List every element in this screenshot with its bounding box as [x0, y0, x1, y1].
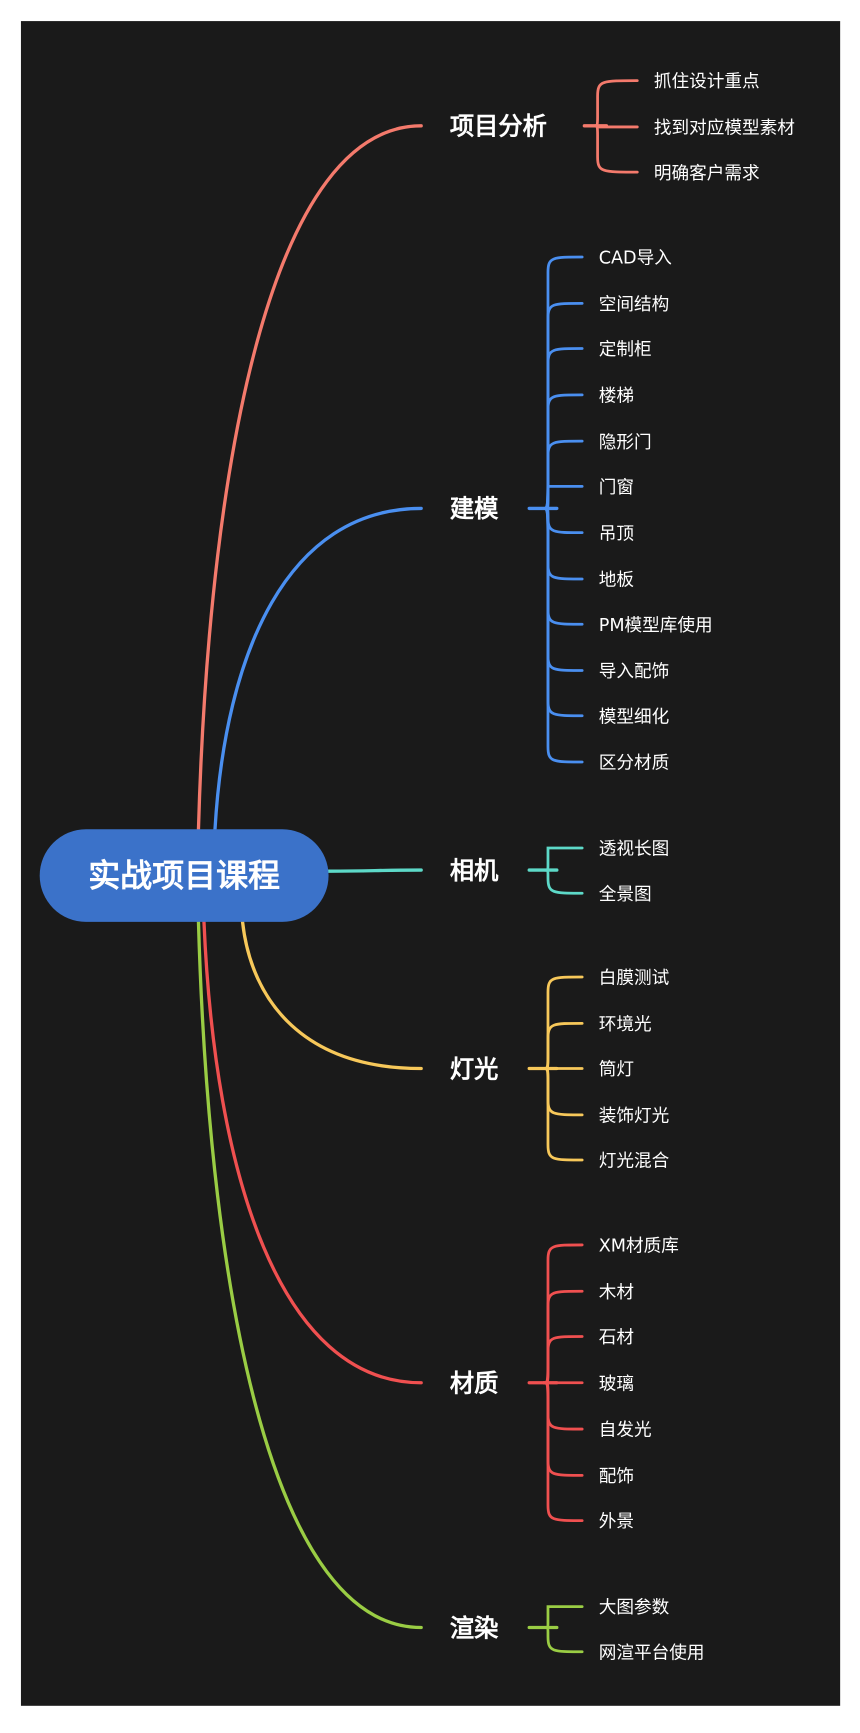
child-label[interactable]: 透视长图 — [599, 839, 670, 860]
child-label[interactable]: 玻璃 — [599, 1373, 634, 1394]
child-label[interactable]: 抓住设计重点 — [654, 71, 760, 92]
branch-label[interactable]: 材质 — [450, 1369, 499, 1398]
child-label[interactable]: 网渲平台使用 — [599, 1642, 705, 1663]
child-link — [542, 1381, 584, 1522]
child-label[interactable]: CAD导入 — [599, 249, 672, 269]
child-label[interactable]: 吊顶 — [599, 524, 634, 544]
child-link — [591, 124, 639, 174]
child-label[interactable]: 空间结构 — [599, 294, 670, 315]
child-label[interactable]: 自发光 — [599, 1420, 652, 1441]
child-label[interactable]: 白膜测试 — [599, 968, 670, 989]
child-label[interactable]: 隐形门 — [599, 432, 652, 453]
child-label[interactable]: PM模型库使用 — [599, 615, 713, 636]
child-label[interactable]: 配饰 — [599, 1466, 634, 1487]
branch-label[interactable]: 渲染 — [450, 1613, 499, 1642]
child-label[interactable]: 石材 — [599, 1327, 634, 1348]
child-label[interactable]: 地板 — [599, 570, 635, 591]
branch-link — [196, 920, 423, 1630]
child-label[interactable]: 木材 — [599, 1282, 634, 1303]
child-label[interactable]: 明确客户需求 — [654, 163, 760, 184]
child-link — [542, 868, 584, 895]
child-label[interactable]: 筒灯 — [599, 1059, 634, 1080]
child-label[interactable]: 门窗 — [599, 477, 634, 498]
child-label[interactable]: 装饰灯光 — [599, 1105, 670, 1126]
branch-link — [213, 506, 423, 831]
branch-label[interactable]: 灯光 — [450, 1054, 499, 1083]
child-link — [591, 124, 639, 129]
child-label[interactable]: 大图参数 — [599, 1597, 670, 1618]
branch-link — [240, 920, 423, 1071]
child-label[interactable]: 区分材质 — [599, 753, 670, 774]
child-label[interactable]: 外景 — [599, 1511, 634, 1532]
root-label: 实战项目课程 — [88, 857, 280, 895]
branch-links — [196, 79, 639, 1654]
child-label[interactable]: 找到对应模型素材 — [654, 118, 795, 139]
child-label[interactable]: XM材质库 — [599, 1236, 679, 1257]
branch-link — [202, 920, 423, 1385]
child-label[interactable]: 模型细化 — [599, 706, 670, 727]
child-label[interactable]: 环境光 — [599, 1014, 652, 1035]
child-label[interactable]: 楼梯 — [599, 385, 634, 406]
child-label[interactable]: 灯光混合 — [599, 1151, 670, 1172]
child-link — [542, 507, 584, 764]
child-label[interactable]: 定制柜 — [599, 339, 652, 360]
branch-label[interactable]: 建模 — [450, 494, 499, 523]
child-link — [542, 1067, 584, 1162]
branch-label[interactable]: 相机 — [450, 856, 499, 885]
child-label[interactable]: 全景图 — [599, 884, 652, 905]
branch-link — [326, 868, 423, 873]
branch-label[interactable]: 项目分析 — [450, 112, 547, 141]
child-link — [542, 1626, 584, 1654]
child-label[interactable]: 导入配饰 — [599, 661, 670, 682]
root-node[interactable] — [39, 829, 329, 922]
branch-link — [196, 124, 423, 831]
